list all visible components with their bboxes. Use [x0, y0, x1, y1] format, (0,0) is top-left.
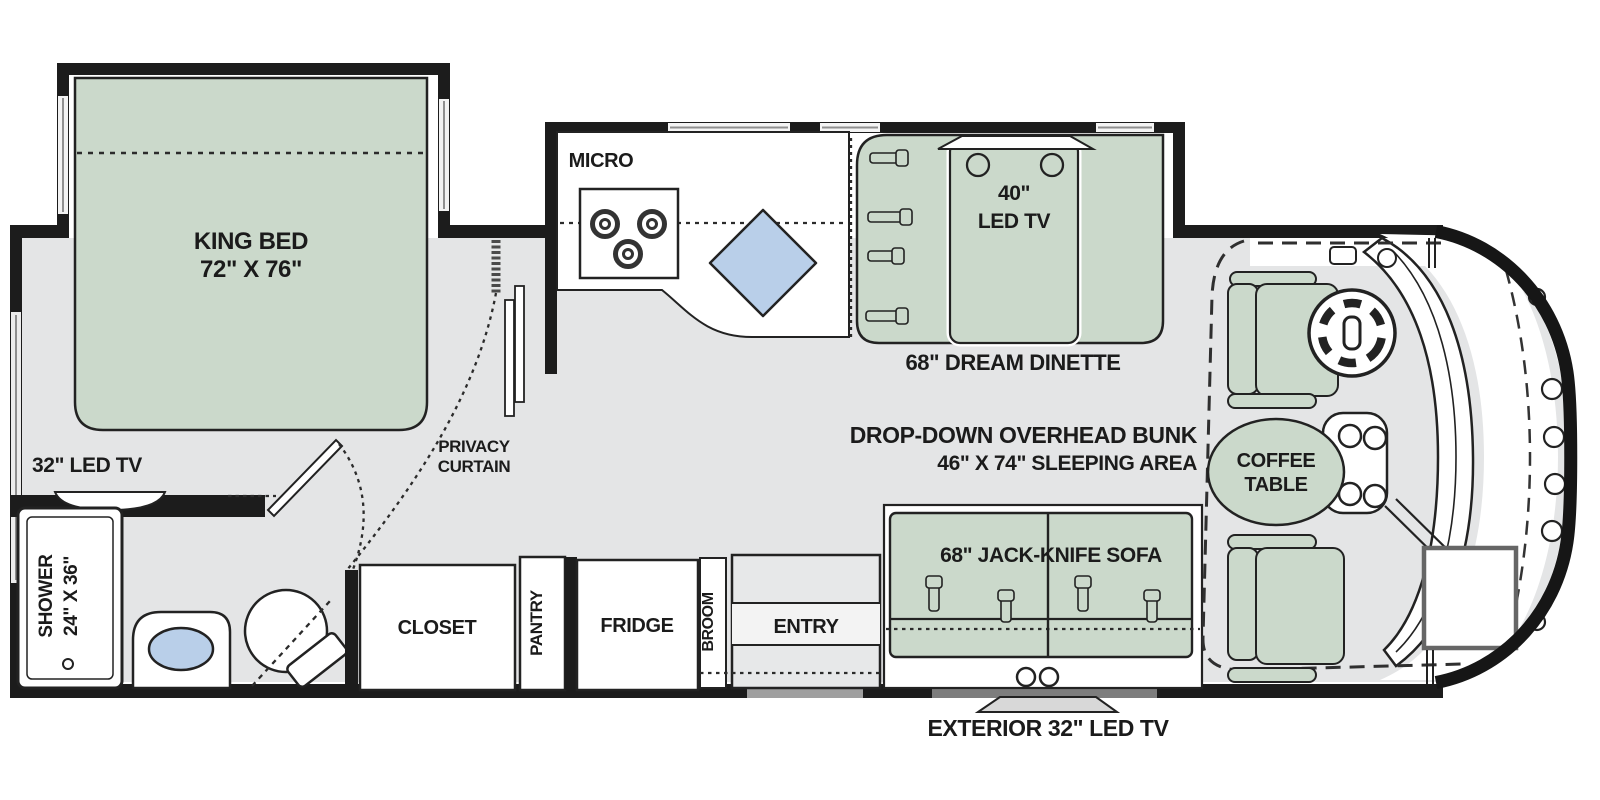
- kitchen-slideout-left-wall: [545, 122, 557, 238]
- entry-steps: ENTRY: [700, 553, 882, 690]
- king-bed-size-label: 72" X 76": [200, 256, 302, 283]
- sofa-label: 68" JACK-KNIFE SOFA: [940, 544, 1162, 567]
- privacy-curtain: PRIVACY CURTAIN: [346, 232, 557, 571]
- tv-40-mount-icon: [937, 135, 1097, 150]
- coffee-table-label-1: COFFEE: [1237, 450, 1316, 472]
- top-wall-mid: [445, 225, 565, 238]
- dash-tray-icon: [1329, 246, 1357, 265]
- kitchen-windows: [668, 123, 1154, 132]
- dinette-armrest-icons: [865, 149, 913, 325]
- kitchen: MICRO: [556, 131, 850, 338]
- shower-label-2: 24" X 36": [61, 556, 82, 636]
- bedroom: KING BED 72" X 76": [73, 76, 429, 432]
- tv-40-label-1: 40": [998, 182, 1030, 205]
- exterior-tv-label: EXTERIOR 32" LED TV: [927, 715, 1169, 741]
- bed-slideout-top-wall: [57, 63, 450, 75]
- fridge-label: FRIDGE: [600, 615, 673, 637]
- pantry-fridge-wall: [565, 557, 577, 690]
- jackknife-sofa: [888, 511, 1194, 659]
- bunk-label-1: DROP-DOWN OVERHEAD BUNK: [850, 422, 1198, 448]
- cupholder-icon: [1039, 152, 1065, 178]
- kitchen-interior-wall: [545, 232, 557, 374]
- cab: COFFEE TABLE: [1201, 234, 1567, 684]
- bunk-label-2: 46" X 74" SLEEPING AREA: [937, 452, 1197, 475]
- dinette: 40" LED TV 68" DREAM DINETTE: [849, 133, 1165, 375]
- stove-burners-icon: [590, 209, 667, 269]
- shower: [16, 506, 124, 690]
- bathroom-sink: [147, 626, 215, 672]
- closet-label: CLOSET: [398, 617, 477, 639]
- dash-cup-icon: [1377, 248, 1397, 268]
- cupholder-icon: [1337, 423, 1363, 449]
- bunk-boundary-line: [1201, 239, 1463, 672]
- sofa-slideout: 68" JACK-KNIFE SOFA: [882, 503, 1204, 690]
- sliding-panel-2: [514, 285, 525, 403]
- speaker-icon: [1015, 666, 1037, 688]
- king-bed-label: KING BED: [194, 228, 308, 255]
- dinette-label: 68" DREAM DINETTE: [905, 350, 1120, 375]
- nose-wall: [1434, 225, 1578, 689]
- pantry-label: PANTRY: [527, 589, 546, 656]
- curtain-track-arc: [346, 292, 498, 571]
- closet: [358, 563, 517, 692]
- broom-closet: [699, 557, 727, 689]
- storage-row: CLOSET PANTRY FRIDGE BROOM: [358, 555, 727, 692]
- windshield-line: [1504, 269, 1532, 649]
- speaker-icon: [1038, 666, 1060, 688]
- tv-40-label-2: LED TV: [978, 210, 1051, 233]
- bathroom-right-wall: [345, 570, 358, 688]
- step-well: [1421, 545, 1519, 651]
- privacy-label-1: PRIVACY: [438, 437, 511, 456]
- cupholder-icon: [965, 152, 991, 178]
- entry-label: ENTRY: [773, 616, 839, 638]
- kitchen-slideout-right-wall: [1173, 122, 1185, 238]
- entry-step-mid: [732, 603, 880, 645]
- privacy-label-2: CURTAIN: [438, 457, 511, 476]
- bathroom: 32" LED TV SHOWER 24" X 36": [10, 438, 365, 690]
- king-bed: [73, 76, 429, 432]
- shower-drain-icon: [62, 658, 74, 670]
- bedroom-door: [266, 438, 344, 518]
- sliding-panel-1: [504, 299, 515, 417]
- micro-label: MICRO: [569, 150, 634, 172]
- door-swing-arc: [338, 443, 365, 578]
- top-wall-right: [1173, 225, 1443, 238]
- shower-label-1: SHOWER: [36, 554, 57, 638]
- coffee-table-label-2: TABLE: [1244, 474, 1307, 496]
- tv-32-label: 32" LED TV: [32, 454, 142, 477]
- kitchen-sink-icon: [708, 208, 818, 318]
- broom-label: BROOM: [700, 592, 717, 651]
- shower-inner: [26, 516, 114, 680]
- passenger-seat: [1227, 534, 1345, 683]
- cupholder-icon: [1362, 483, 1388, 509]
- toilet-tank: [286, 632, 348, 688]
- sofa-cupholder-icons: [925, 575, 1161, 623]
- fridge: [575, 558, 700, 692]
- steering-wheel-icon: [1307, 288, 1397, 378]
- exterior-tv-icon: [974, 696, 1121, 713]
- cupholder-icon: [1362, 425, 1388, 451]
- coffee-table: [1206, 417, 1346, 527]
